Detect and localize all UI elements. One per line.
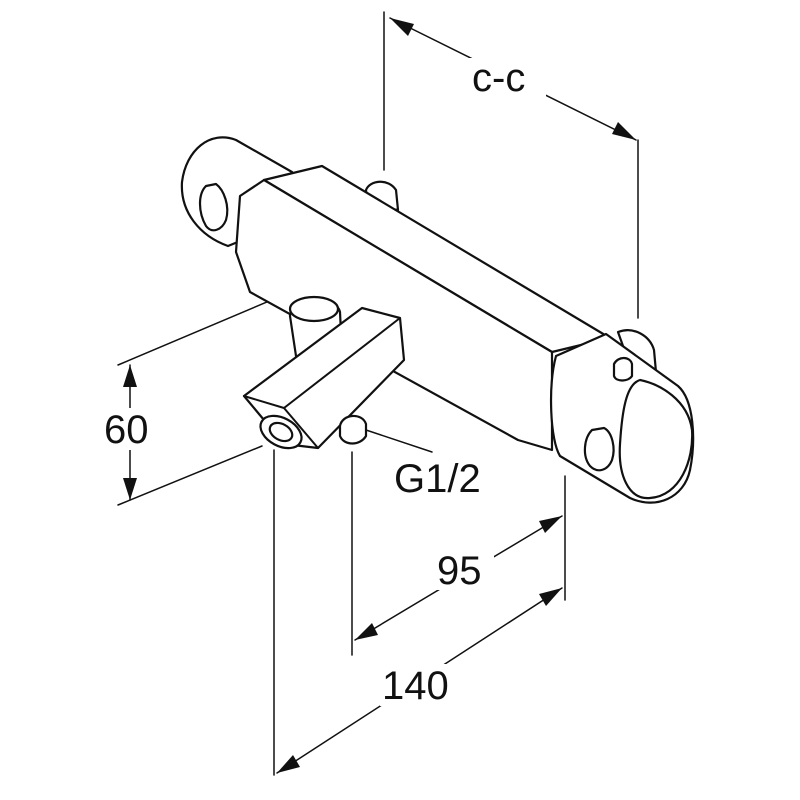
- right-handle-grip: [583, 426, 615, 472]
- thread-leader-line: [365, 429, 433, 453]
- height-label: 60: [104, 408, 149, 452]
- cc-arrow-right-icon: [612, 122, 636, 140]
- depth-label: 140: [382, 664, 449, 708]
- dimension-lines: [123, 17, 637, 774]
- outlet-label: 95: [437, 549, 482, 593]
- outlet-arrow-right-icon: [539, 516, 562, 533]
- faucet-body: [180, 136, 695, 504]
- cc-arrow-left-icon: [390, 18, 414, 36]
- right-connector-stub: [616, 329, 658, 374]
- height-arrow-top-icon: [123, 365, 137, 387]
- left-handle-grip: [198, 182, 229, 232]
- height-arrow-bottom-icon: [123, 478, 137, 500]
- thread-label: G1/2: [394, 457, 481, 501]
- depth-arrow-right-icon: [539, 588, 562, 606]
- outlet-arrow-left-icon: [355, 623, 378, 640]
- safety-button: [612, 356, 634, 382]
- depth-arrow-left-icon: [277, 755, 300, 773]
- right-handle-cap: [618, 378, 694, 500]
- extension-lines: [117, 11, 639, 776]
- diverter-knob-top: [288, 295, 340, 323]
- outlet-hole: [268, 421, 294, 443]
- cc-label: c-c: [472, 56, 525, 100]
- thread-connection: [338, 414, 368, 445]
